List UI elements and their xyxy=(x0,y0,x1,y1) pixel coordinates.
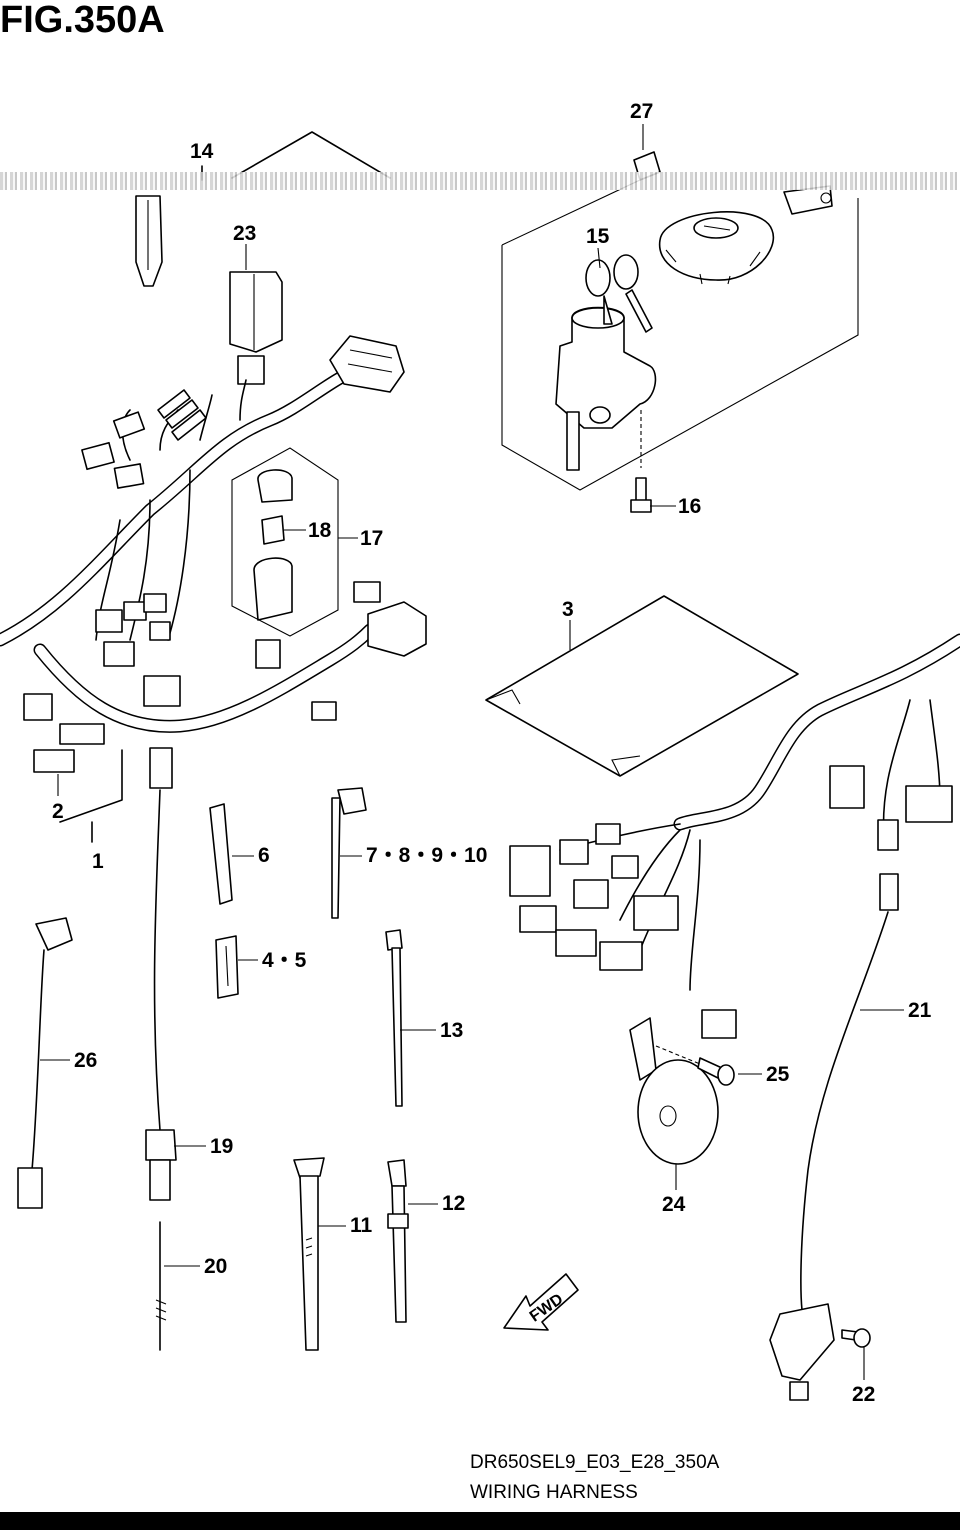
lead-26[interactable] xyxy=(17,917,73,1209)
callout-20: 20 xyxy=(204,1255,227,1278)
callout-17: 17 xyxy=(360,527,383,550)
figure-title: FIG.350A xyxy=(0,0,165,41)
callout-26: 26 xyxy=(74,1049,97,1072)
callout-12: 12 xyxy=(442,1192,465,1215)
callout-1: 1 xyxy=(92,850,104,873)
callout-22: 22 xyxy=(852,1383,875,1406)
callout-18: 18 xyxy=(308,519,332,542)
callout-21: 21 xyxy=(908,999,932,1022)
fuse-18[interactable] xyxy=(261,515,285,545)
main-harness-left[interactable] xyxy=(0,361,377,733)
ignition-switch-box xyxy=(501,179,859,491)
tie-7-10[interactable] xyxy=(331,787,367,919)
callout-14: 14 xyxy=(190,140,214,163)
tie-11[interactable] xyxy=(293,1157,325,1351)
callout-24: 24 xyxy=(662,1193,686,1216)
callout-25: 25 xyxy=(766,1063,790,1086)
tie-13[interactable] xyxy=(385,929,403,1107)
callout-27: 27 xyxy=(630,100,653,123)
callout-19: 19 xyxy=(210,1135,233,1158)
screw-16[interactable] xyxy=(630,410,652,513)
leader-lines xyxy=(40,124,904,1380)
harness-connector-right[interactable] xyxy=(367,601,427,657)
caution-label-3[interactable] xyxy=(485,595,799,777)
bolt-25[interactable] xyxy=(655,1045,735,1086)
switch-lead-21[interactable] xyxy=(769,873,899,1401)
callout-11: 11 xyxy=(350,1214,373,1237)
relay-23[interactable] xyxy=(229,271,283,385)
horn-24[interactable] xyxy=(629,1017,719,1165)
callout-13: 13 xyxy=(440,1019,463,1042)
small-connectors-left[interactable] xyxy=(23,389,381,773)
bottom-bar xyxy=(0,1512,960,1530)
ignition-switch[interactable] xyxy=(555,306,657,471)
scan-tear-line xyxy=(0,172,960,190)
seat-lock[interactable] xyxy=(783,185,833,215)
harness-connector-large[interactable] xyxy=(329,335,405,393)
callout-2: 2 xyxy=(52,800,64,823)
callout-15: 15 xyxy=(586,225,610,248)
figure-code: DR650SEL9_E03_E28_350A xyxy=(470,1452,720,1473)
fuel-cap[interactable] xyxy=(658,211,775,285)
key-blank[interactable] xyxy=(135,195,163,287)
tie-12[interactable] xyxy=(387,1159,409,1323)
ignition-key[interactable] xyxy=(585,254,653,333)
callout-7-8-9-10: 7・8・9・10 xyxy=(366,844,487,867)
screw-22[interactable] xyxy=(841,1328,871,1348)
clamp-6[interactable] xyxy=(209,803,233,905)
harness-right-connectors[interactable] xyxy=(509,765,953,1039)
clamp-4-5[interactable] xyxy=(215,935,239,999)
fuse-holder[interactable] xyxy=(253,557,293,621)
callout-4-5: 4・5 xyxy=(262,949,307,972)
bracket-1 xyxy=(59,749,123,843)
callout-6: 6 xyxy=(258,844,270,867)
fwd-arrow: FWD xyxy=(503,1273,579,1331)
fuse-cover[interactable] xyxy=(257,469,293,503)
callouts: 1 2 3 4・5 6 7・8・9・10 11 12 13 14 15 16 1… xyxy=(52,100,932,1406)
fuse-box-box xyxy=(231,447,339,637)
pin-20[interactable] xyxy=(155,1221,167,1351)
callout-23: 23 xyxy=(233,222,256,245)
figure-name: WIRING HARNESS xyxy=(470,1482,638,1503)
sensor-lead-19[interactable] xyxy=(145,747,177,1201)
callout-3: 3 xyxy=(562,598,574,621)
callout-16: 16 xyxy=(678,495,701,518)
